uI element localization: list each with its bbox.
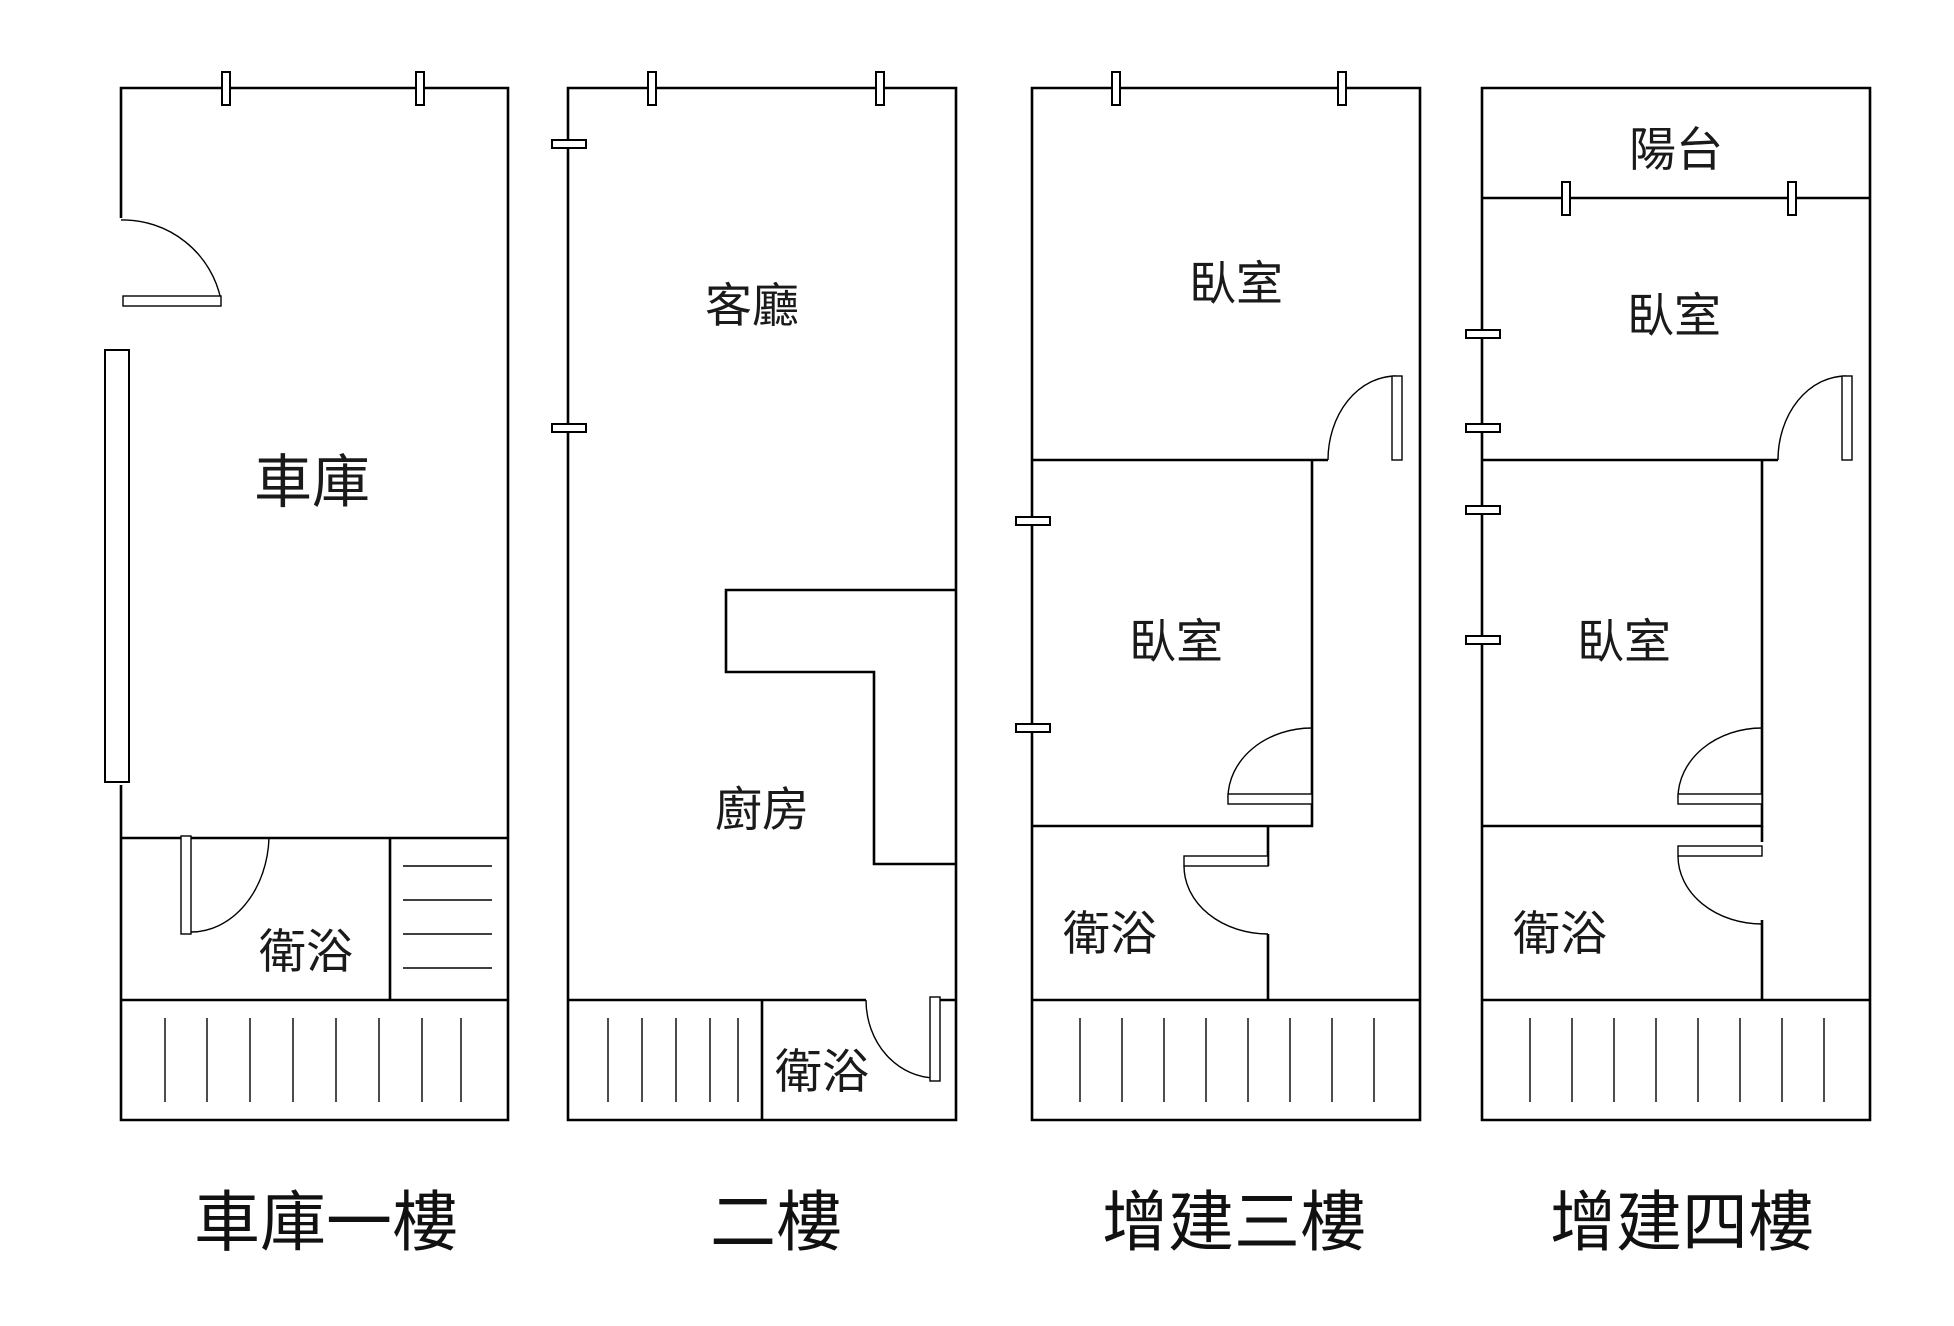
floor-plan-4f: 陽台 臥室 臥室 衛浴 增建四樓 bbox=[1465, 86, 1872, 1261]
room-label-bath: 衛浴 bbox=[1513, 907, 1607, 962]
bedroom-door bbox=[1391, 375, 1403, 461]
room-label-kitchen: 廚房 bbox=[715, 783, 809, 838]
garage-door bbox=[104, 349, 130, 783]
door-swing bbox=[1777, 375, 1847, 461]
outer-wall bbox=[566, 86, 958, 1122]
door-swing bbox=[865, 999, 937, 1079]
bath-door bbox=[1183, 855, 1269, 867]
bedroom-door bbox=[1841, 375, 1853, 461]
door-swing bbox=[1677, 855, 1763, 925]
floor-title: 車庫一樓 bbox=[194, 1184, 458, 1261]
room-label-living: 客廳 bbox=[705, 279, 799, 334]
bath-door bbox=[1677, 845, 1763, 857]
window bbox=[1787, 181, 1797, 216]
window bbox=[1015, 516, 1051, 526]
floor-title: 二樓 bbox=[710, 1184, 842, 1261]
door-swing bbox=[1183, 865, 1269, 935]
outer-wall bbox=[119, 86, 510, 1122]
door-swing bbox=[1227, 727, 1313, 799]
room-label-bath: 衛浴 bbox=[775, 1045, 869, 1100]
floor-plan-2f: 客廳 廚房 衛浴 二樓 bbox=[551, 71, 958, 1261]
outer-wall bbox=[1030, 86, 1422, 1122]
door-swing bbox=[120, 219, 222, 301]
room-label-bedroom-front: 臥室 bbox=[1189, 257, 1283, 312]
door-swing bbox=[1677, 727, 1763, 799]
window bbox=[551, 423, 587, 433]
bath-door bbox=[929, 996, 941, 1082]
stairs bbox=[607, 1018, 739, 1102]
floor-title: 增建四樓 bbox=[1550, 1184, 1814, 1261]
window bbox=[647, 71, 657, 106]
partition-wall bbox=[1032, 460, 1314, 828]
door-swing bbox=[190, 837, 270, 933]
stairs bbox=[1529, 1018, 1825, 1102]
room-label-bedroom-front: 臥室 bbox=[1627, 289, 1721, 344]
stairs bbox=[403, 865, 492, 969]
kitchen-counter bbox=[724, 588, 956, 866]
room-label-bedroom-mid: 臥室 bbox=[1577, 615, 1671, 670]
door-swing bbox=[1327, 375, 1397, 461]
floor-title: 增建三樓 bbox=[1102, 1184, 1366, 1261]
stairs bbox=[164, 1018, 462, 1102]
bedroom-door bbox=[1227, 793, 1313, 805]
window bbox=[415, 71, 425, 106]
window bbox=[1465, 329, 1501, 339]
room-label-bath: 衛浴 bbox=[1063, 907, 1157, 962]
bath-door bbox=[180, 835, 192, 935]
stairs bbox=[1079, 1018, 1375, 1102]
window bbox=[1465, 423, 1501, 433]
room-label-garage: 車庫 bbox=[254, 448, 370, 516]
floor-plan-3f: 臥室 臥室 衛浴 增建三樓 bbox=[1015, 71, 1422, 1261]
room-label-bath: 衛浴 bbox=[259, 925, 353, 980]
room-label-balcony: 陽台 bbox=[1629, 123, 1723, 178]
window bbox=[1111, 71, 1121, 106]
outer-wall bbox=[1480, 86, 1872, 1122]
bedroom-door bbox=[1677, 793, 1763, 805]
entry-door bbox=[122, 295, 222, 307]
window bbox=[875, 71, 885, 106]
window bbox=[1337, 71, 1347, 106]
floor-plan-1f: 車庫 衛浴 車庫一樓 bbox=[104, 71, 510, 1261]
window bbox=[1465, 505, 1501, 515]
window bbox=[1561, 181, 1571, 216]
room-label-bedroom-mid: 臥室 bbox=[1129, 615, 1223, 670]
window bbox=[1465, 635, 1501, 645]
window bbox=[1015, 723, 1051, 733]
window bbox=[551, 139, 587, 149]
window bbox=[221, 71, 231, 106]
